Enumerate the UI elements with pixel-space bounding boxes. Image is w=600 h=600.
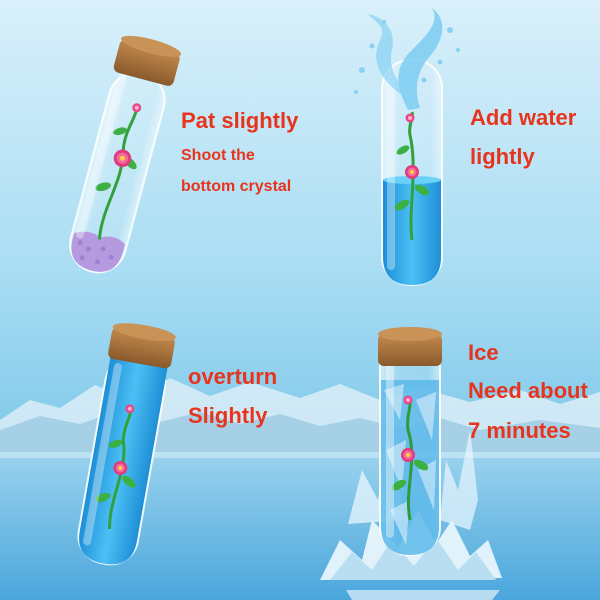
test-tube-water-icon [381, 59, 443, 286]
step1-caption-line3: bottom crystal [181, 178, 292, 195]
step2-caption-line1: Add water [470, 105, 577, 130]
test-tube-ice-icon [378, 327, 442, 556]
step4-caption-line3: 7 minutes [468, 418, 571, 443]
step3-caption-line2: Slightly [188, 403, 268, 428]
step1-caption-line1: Pat slightly [181, 108, 299, 133]
water-splash-icon [354, 8, 460, 110]
step4-caption-line1: Ice [468, 340, 499, 365]
step2-caption-line2: lightly [470, 144, 535, 169]
step1-caption-line2: Shoot the [181, 147, 255, 164]
step4-caption-line2: Need about [468, 378, 588, 403]
step3-caption-line1: overturn [188, 364, 278, 389]
test-tube-crystals-icon [69, 35, 182, 274]
test-tube-overturned-icon [77, 323, 176, 566]
